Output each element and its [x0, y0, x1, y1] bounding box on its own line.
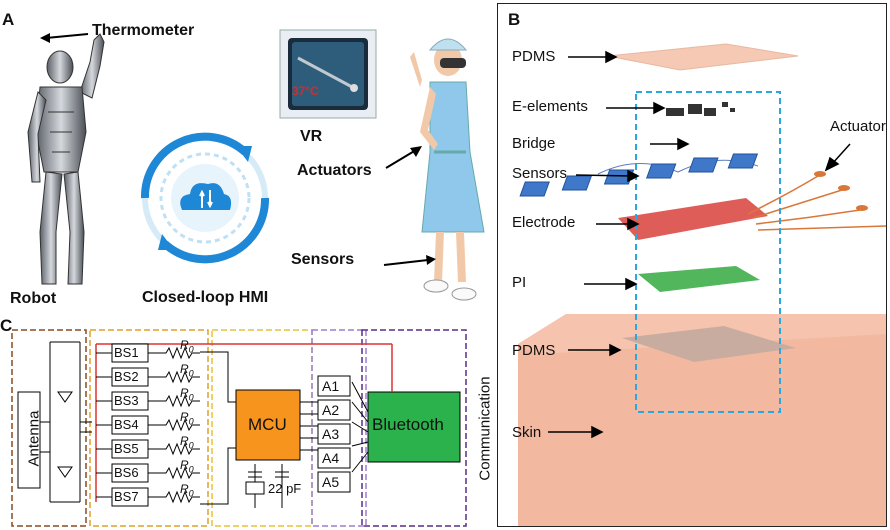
- panel-b-arrows: [548, 50, 851, 439]
- antenna-box: [17, 391, 41, 489]
- communication-label: Communication: [476, 376, 494, 481]
- a-box: [317, 447, 351, 469]
- actuators-arrow: [385, 146, 422, 169]
- resistor-label: R0: [180, 434, 194, 451]
- resistor-label: R0: [180, 410, 194, 427]
- a-label: A3: [322, 426, 340, 442]
- resistor-label: R0: [180, 482, 194, 499]
- vr-temperature: 37°C: [292, 84, 319, 98]
- a-label: A5: [322, 474, 340, 490]
- pdms-bottom-label: PDMS: [512, 342, 556, 359]
- bs-label: BS2: [114, 369, 139, 384]
- bluetooth-box: [367, 391, 461, 463]
- bs-label: BS4: [114, 417, 139, 432]
- antenna-label: Antenna: [25, 410, 43, 467]
- bs-label: BS1: [114, 345, 139, 360]
- resistor: [96, 418, 200, 432]
- robot-label: Robot: [10, 290, 57, 307]
- actuators-label: Actuators: [297, 162, 372, 179]
- thermometer-arrow: [40, 33, 89, 43]
- resistor: [96, 394, 200, 408]
- capacitor-label: 22 pF: [268, 481, 302, 496]
- pi-label: PI: [512, 274, 527, 291]
- resistor: [96, 442, 200, 456]
- vr-label: VR: [300, 128, 323, 145]
- pdms-top-label: PDMS: [512, 48, 556, 65]
- bs-label: BS7: [114, 489, 139, 504]
- a-box: [317, 471, 351, 493]
- hmi-label: Closed-loop HMI: [142, 289, 269, 306]
- panel-a-letter: A: [2, 10, 15, 29]
- layer-stack: [518, 43, 886, 526]
- bs-label: BS3: [114, 393, 139, 408]
- closed-loop-icon: [140, 132, 270, 264]
- panel-b-letter: B: [508, 10, 521, 29]
- resistor: [96, 346, 200, 360]
- bridge-label: Bridge: [512, 135, 556, 152]
- bs-label: BS5: [114, 441, 139, 456]
- actuators-layer-label: Actuators: [830, 118, 887, 135]
- a-box: [317, 399, 351, 421]
- sensors-layer-label: Sensors: [512, 165, 568, 182]
- electrode-label: Electrode: [512, 214, 576, 231]
- resistor-label: R0: [180, 362, 194, 379]
- bluetooth-label: Bluetooth: [372, 415, 444, 434]
- e-elements-label: E-elements: [512, 98, 588, 115]
- mcu-box: [235, 389, 301, 461]
- panel-c-letter: C: [0, 316, 13, 335]
- resistor: [96, 466, 200, 480]
- a-box: [317, 375, 351, 397]
- a-box: [317, 423, 351, 445]
- a-label: A1: [322, 378, 340, 394]
- thermometer-label: Thermometer: [92, 22, 195, 39]
- resistor-label: R0: [180, 458, 194, 475]
- resistor: [96, 490, 200, 504]
- robot-illustration: [27, 33, 105, 285]
- a-label: A2: [322, 402, 340, 418]
- user-figure: [410, 38, 485, 301]
- a-label: A4: [322, 450, 340, 466]
- resistor-label: R0: [180, 386, 194, 403]
- resistor: [96, 370, 200, 384]
- circuit-schematic: [11, 329, 467, 527]
- mcu-label: MCU: [248, 415, 287, 434]
- vr-screen: [279, 29, 377, 119]
- sensors-arrow: [383, 255, 436, 266]
- skin-label: Skin: [512, 424, 542, 441]
- sensors-label: Sensors: [291, 251, 355, 268]
- resistor-label: R0: [180, 338, 194, 355]
- crystal: [245, 481, 265, 495]
- bs-label: BS6: [114, 465, 139, 480]
- panel-b-frame: [497, 3, 887, 527]
